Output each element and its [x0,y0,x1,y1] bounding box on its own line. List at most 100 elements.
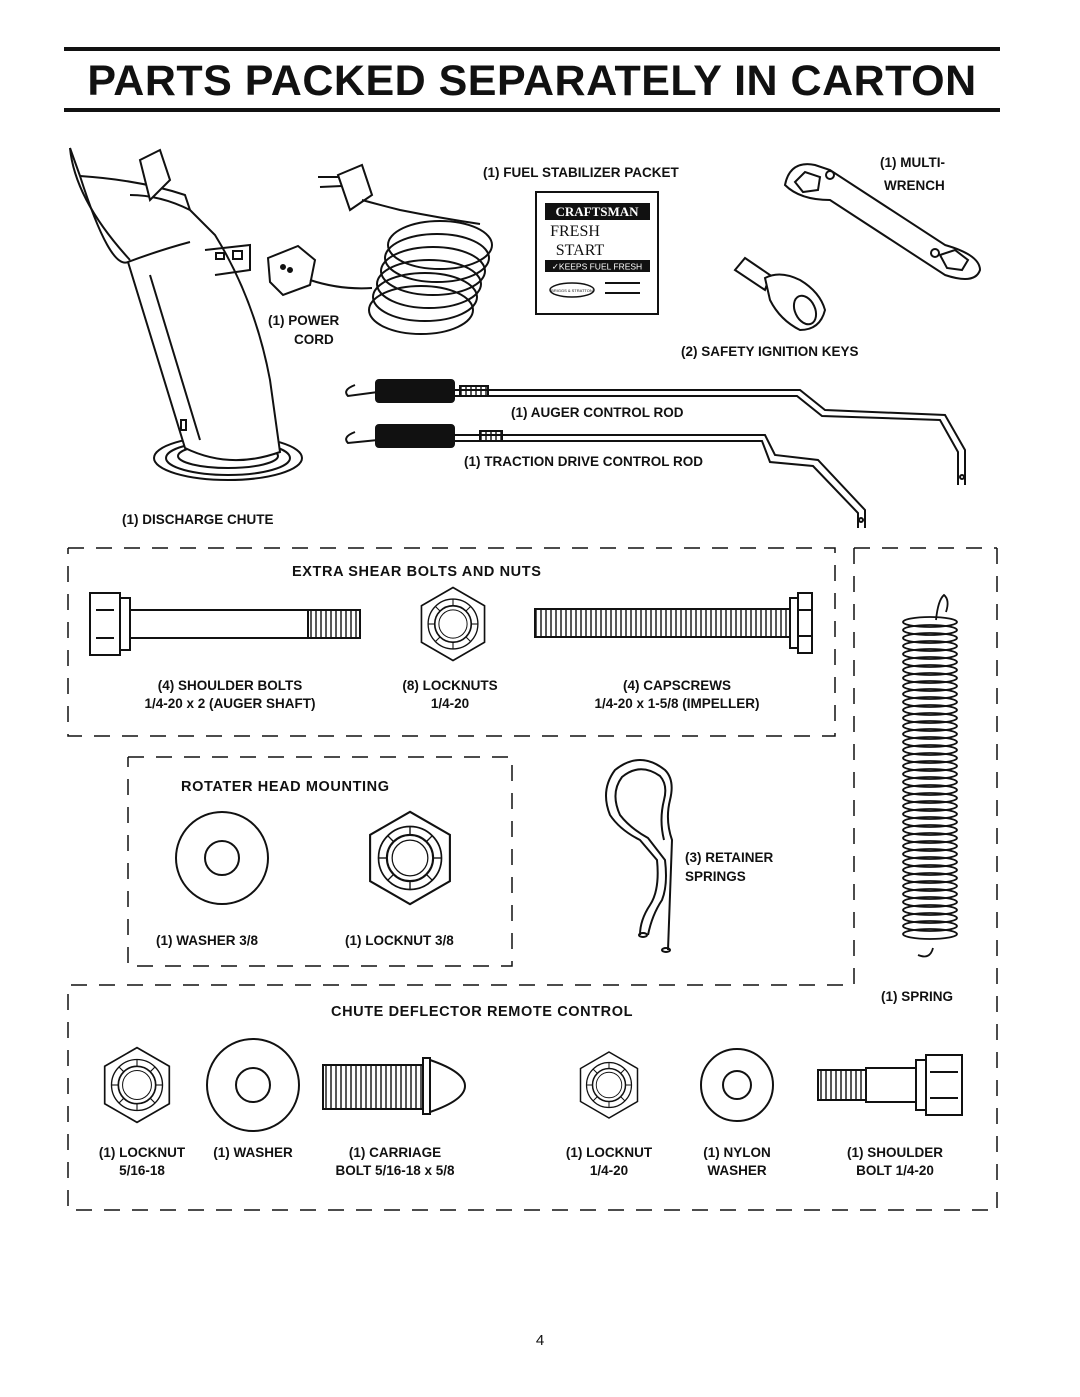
spring-coil [902,776,958,788]
label-auger-rod: (1) AUGER CONTROL ROD [511,405,684,420]
spring-coil [902,656,958,668]
heading-rotater: ROTATER HEAD MOUNTING [181,779,390,795]
control-rods-drawing [345,379,966,528]
label-nylon-1: (1) NYLON [703,1145,771,1160]
shoulder-bolt-small-drawing [817,1054,963,1116]
spring-coil [902,912,958,924]
carriage-bolt-drawing [322,1057,467,1115]
label-chute-washer: (1) WASHER [213,1145,293,1160]
page-number: 4 [535,1332,545,1349]
label-shoulder-small-2: BOLT 1/4-20 [856,1163,934,1178]
spring-coil [902,920,958,932]
spring-coil [902,792,958,804]
label-power-cord-1: (1) POWER [268,313,340,328]
title-rule-top [64,47,1000,51]
spring-coil [902,672,958,684]
packet-fresh: FRESH [550,223,600,240]
fuel-packet-drawing: CRAFTSMAN FRESH START ✓KEEPS FUEL FRESH … [535,191,659,315]
label-shoulder-bolts-2: 1/4-20 x 2 (AUGER SHAFT) [144,696,316,711]
label-chute-locknut-2: 5/16-18 [119,1163,165,1178]
page-title: PARTS PACKED SEPARATELY IN CARTON [87,57,977,105]
label-multi-wrench-2: WRENCH [884,178,945,193]
spring-coil [902,824,958,836]
spring-coil [902,696,958,708]
heading-shear-bolts: EXTRA SHEAR BOLTS AND NUTS [292,564,542,580]
spring-coil [902,632,958,644]
spring-coil [902,928,958,940]
label-rotater-washer: (1) WASHER 3/8 [156,933,259,948]
spring-coil [902,856,958,868]
spring-coil [902,760,958,772]
title-rule-bottom [64,108,1000,112]
spring-coil [902,664,958,676]
label-safety-keys: (2) SAFETY IGNITION KEYS [681,344,859,359]
spring-coil [902,768,958,780]
chute-washer-drawing [206,1038,300,1132]
label-rotater-locknut: (1) LOCKNUT 3/8 [345,933,454,948]
spring-coil [902,816,958,828]
label-locknuts-2: 1/4-20 [430,696,470,711]
spring-coil [902,712,958,724]
spring-coil [902,680,958,692]
spring-coil [902,864,958,876]
label-chute-locknut-b-1: (1) LOCKNUT [565,1145,653,1160]
spring-coil [902,904,958,916]
label-discharge-chute: (1) DISCHARGE CHUTE [122,512,274,527]
spring-coil [902,624,958,636]
packet-brand: CRAFTSMAN [555,204,639,219]
spring-drawing [902,593,958,958]
safety-key-drawing [733,256,827,332]
discharge-chute-drawing [69,147,303,481]
spring-coil [902,888,958,900]
spring-coil [902,800,958,812]
power-cord-drawing [266,163,493,335]
spring-coil [902,704,958,716]
spring-coil [902,832,958,844]
multi-wrench-drawing [783,163,982,280]
label-carriage-2: BOLT 5/16-18 x 5/8 [335,1163,455,1178]
spring-coil [902,784,958,796]
spring-coil [902,808,958,820]
packet-maker: BRIGGS & STRATTON [551,288,593,293]
spring-coil [902,720,958,732]
spring-coil [902,616,958,628]
retainer-spring-drawing [605,759,674,953]
dashed-frames [67,547,998,1211]
label-shoulder-small-1: (1) SHOULDER [846,1145,943,1160]
spring-coil [902,728,958,740]
spring-coil [902,896,958,908]
spring-coil [902,848,958,860]
spring-coil [902,648,958,660]
spring-coil [902,736,958,748]
packet-start: START [556,242,605,259]
label-spring: (1) SPRING [881,989,954,1004]
capscrew-drawing [534,592,813,654]
label-capscrews-1: (4) CAPSCREWS [622,678,731,693]
label-nylon-2: WASHER [707,1163,767,1178]
packet-tag: ✓KEEPS FUEL FRESH [552,262,642,272]
label-fuel-stabilizer: (1) FUEL STABILIZER PACKET [483,165,679,180]
spring-coil [902,752,958,764]
rotater-washer-drawing [175,811,269,905]
spring-coil [902,744,958,756]
label-traction-rod: (1) TRACTION DRIVE CONTROL ROD [464,454,703,469]
heading-chute-deflector: CHUTE DEFLECTOR REMOTE CONTROL [331,1004,634,1020]
spring-coil [902,688,958,700]
label-multi-wrench-1: (1) MULTI- [880,155,945,170]
nylon-washer-drawing [700,1048,774,1122]
label-locknuts-1: (8) LOCKNUTS [402,678,498,693]
label-chute-locknut-b-2: 1/4-20 [589,1163,629,1178]
label-chute-locknut-1: (1) LOCKNUT [98,1145,186,1160]
spring-coil [902,640,958,652]
label-power-cord-2: CORD [294,332,334,347]
label-capscrews-2: 1/4-20 x 1-5/8 (IMPELLER) [594,696,760,711]
label-shoulder-bolts-1: (4) SHOULDER BOLTS [157,678,303,693]
spring-coil [902,840,958,852]
spring-coil [902,872,958,884]
label-retainer-2: SPRINGS [685,869,746,884]
spring-coil [902,880,958,892]
shoulder-bolt-drawing [89,592,361,656]
label-carriage-1: (1) CARRIAGE [348,1145,442,1160]
label-retainer-1: (3) RETAINER [685,850,774,865]
